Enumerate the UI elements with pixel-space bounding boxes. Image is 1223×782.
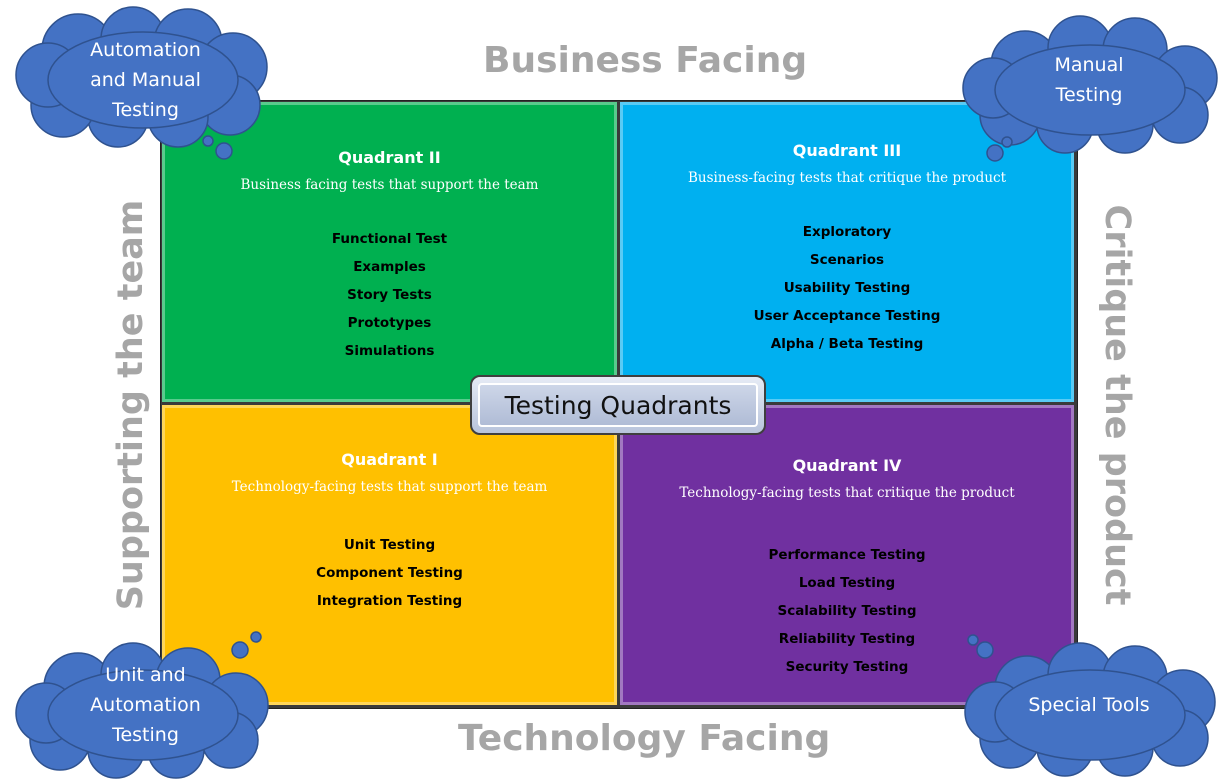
axis-label-critique-product: Critique the product (1097, 204, 1137, 606)
quadrant-2-item: Functional Test (331, 231, 448, 247)
quadrant-3-item-list: Exploratory Scenarios Usability Testing … (623, 218, 1071, 358)
quadrant-4-item-list: Performance Testing Load Testing Scalabi… (623, 541, 1071, 681)
quadrant-3-item: Exploratory (802, 224, 892, 240)
quadrant-3-item: Scenarios (809, 252, 885, 268)
quadrant-2-item: Prototypes (347, 315, 432, 331)
quadrant-4-item: Performance Testing (768, 547, 926, 563)
cloud-text-automation-manual: Automation and Manual Testing (90, 39, 201, 121)
axis-label-supporting-team: Supporting the team (111, 199, 151, 611)
quadrant-4-title: Quadrant IV (792, 456, 902, 475)
center-title-text: Testing Quadrants (478, 383, 758, 427)
cloud-manual-testing: Manual Testing (955, 10, 1223, 175)
quadrant-2-item-list: Functional Test Examples Story Tests Pro… (165, 225, 614, 365)
cloud-text-manual-testing: Manual Testing (1054, 54, 1124, 106)
quadrant-2-item: Examples (353, 259, 426, 275)
quadrant-2-title: Quadrant II (338, 148, 441, 167)
quadrant-4-item: Reliability Testing (778, 631, 916, 647)
quadrant-2-panel: Quadrant II Business facing tests that s… (162, 102, 617, 402)
cloud-unit-automation: Unit and Automation Testing (8, 625, 283, 782)
cloud-text-special-tools: Special Tools (1028, 694, 1150, 716)
quadrant-3-panel: Quadrant III Business-facing tests that … (620, 102, 1074, 402)
cloud-text-unit-automation: Unit and Automation Testing (90, 664, 201, 746)
quadrant-2-item: Story Tests (347, 287, 432, 303)
center-title-badge: Testing Quadrants (470, 375, 766, 435)
cloud-special-tools: Special Tools (955, 630, 1223, 782)
cloud-shape-icon (964, 634, 1216, 777)
quadrant-4-item: Scalability Testing (777, 603, 917, 619)
axis-label-technology-facing: Technology Facing (458, 718, 831, 759)
quadrant-1-item: Integration Testing (316, 593, 463, 609)
quadrant-3-item: Alpha / Beta Testing (770, 336, 924, 352)
quadrant-3-title: Quadrant III (792, 141, 902, 160)
quadrant-4-panel: Quadrant IV Technology-facing tests that… (620, 405, 1074, 705)
quadrant-2-subtitle: Business facing tests that support the t… (240, 177, 539, 193)
cloud-shape-icon (962, 15, 1218, 162)
cloud-shape-icon (15, 631, 269, 779)
quadrant-3-item: User Acceptance Testing (753, 308, 941, 324)
axis-label-business-facing: Business Facing (483, 40, 808, 81)
quadrant-1-item: Component Testing (316, 565, 463, 581)
quadrant-4-item: Load Testing (798, 575, 896, 591)
quadrant-4-subtitle: Technology-facing tests that critique th… (679, 485, 1015, 501)
quadrant-3-subtitle: Business-facing tests that critique the … (687, 170, 1007, 186)
quadrant-2-item: Simulations (344, 343, 435, 359)
quadrant-4-item: Security Testing (785, 659, 909, 675)
quadrant-1-subtitle: Technology-facing tests that support the… (231, 479, 548, 495)
quadrant-1-title: Quadrant I (341, 450, 438, 469)
cloud-shape-icon (15, 6, 268, 160)
quadrant-1-item-list: Unit Testing Component Testing Integrati… (165, 531, 614, 615)
quadrant-3-item: Usability Testing (783, 280, 911, 296)
quadrant-1-item: Unit Testing (343, 537, 436, 553)
cloud-automation-manual: Automation and Manual Testing (8, 5, 283, 165)
